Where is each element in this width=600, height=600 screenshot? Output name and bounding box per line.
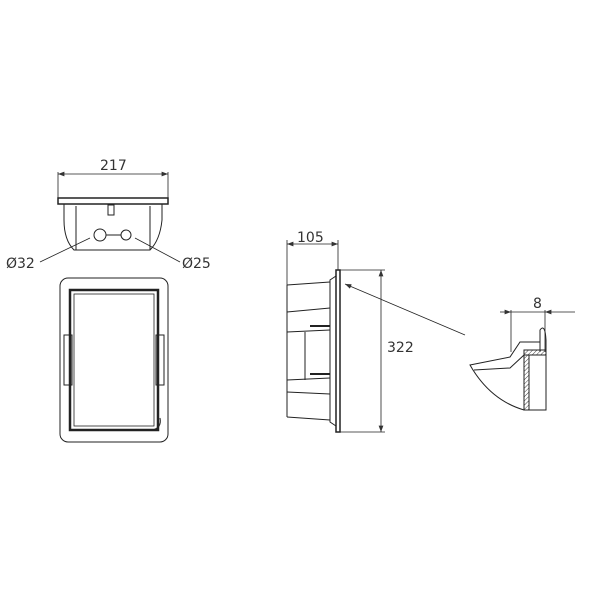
- side-view: [286, 240, 466, 433]
- top-view: [39, 171, 181, 263]
- front-view: [59, 277, 169, 443]
- depth-dimension-label: 105: [297, 230, 324, 246]
- hole-large-diameter-label: Ø32: [6, 256, 35, 272]
- detail-view: [469, 309, 575, 411]
- hole-small-diameter-label: Ø25: [182, 256, 211, 272]
- thickness-dimension-label: 8: [533, 296, 542, 312]
- height-dimension-label: 322: [387, 340, 414, 356]
- width-dimension-label: 217: [100, 158, 127, 174]
